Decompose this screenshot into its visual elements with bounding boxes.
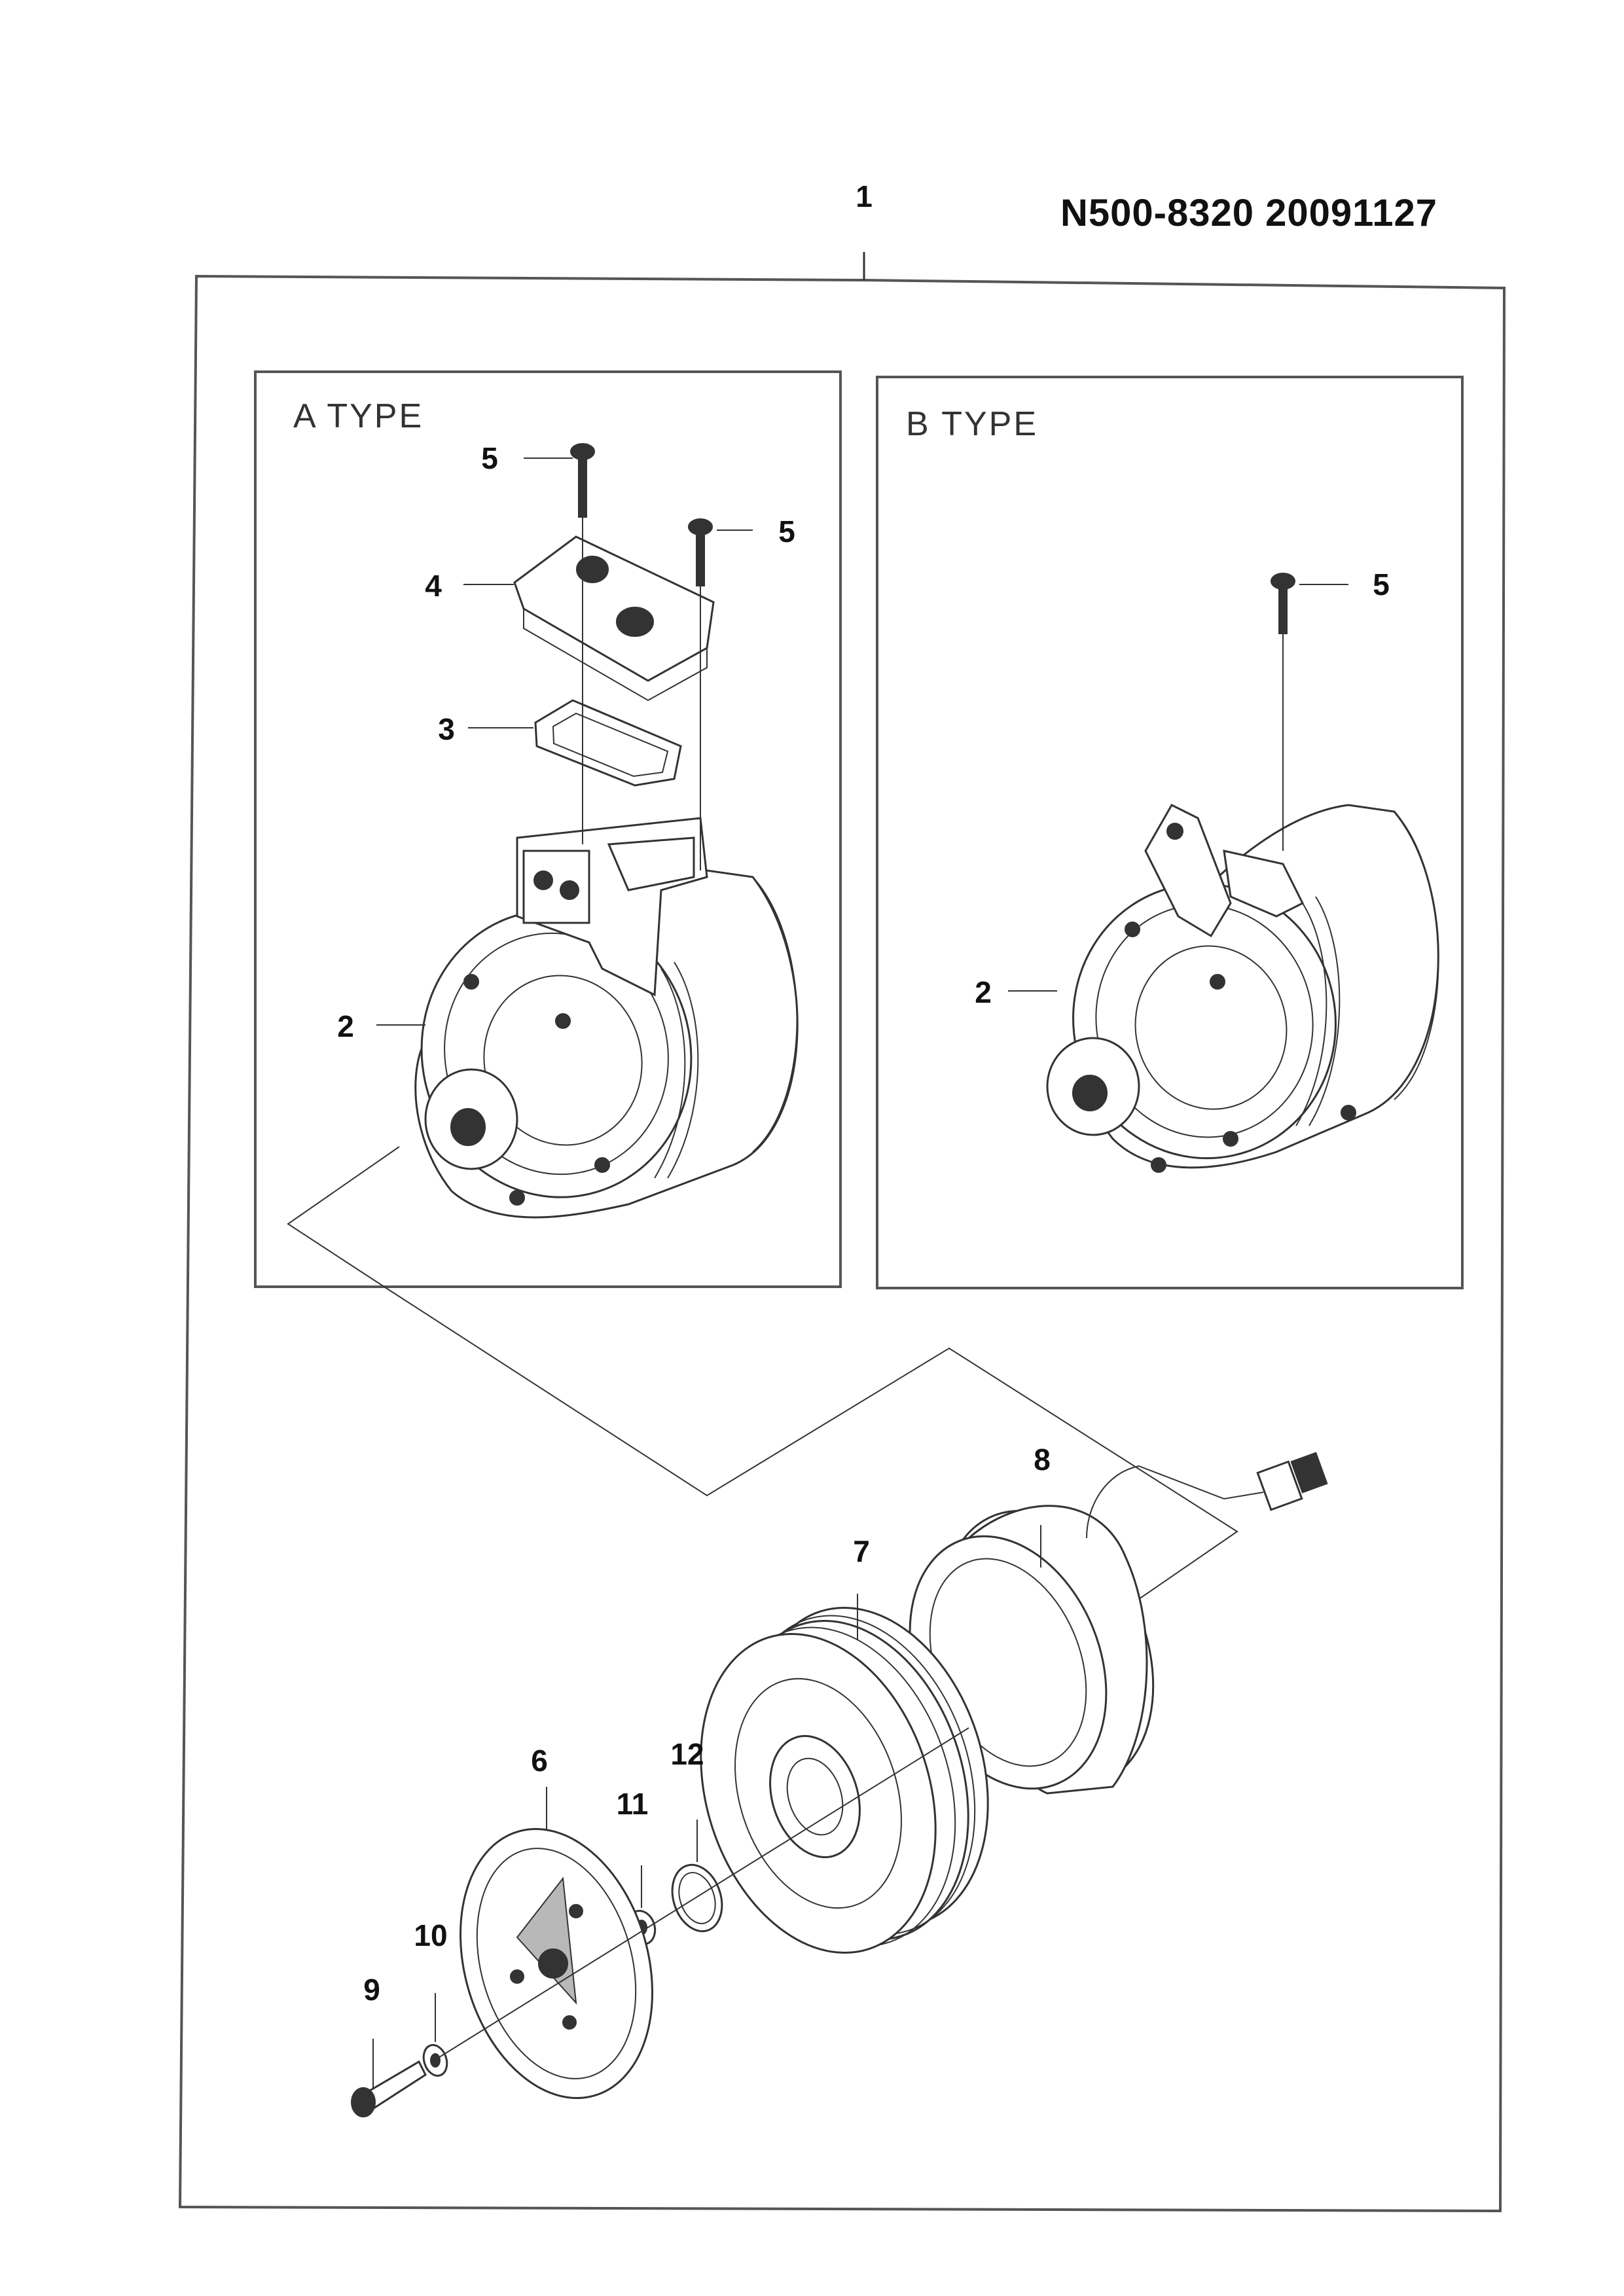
callout-11: 11: [616, 1787, 649, 1821]
pulley-icon: [700, 1607, 989, 1954]
assembly-frame: [178, 252, 1506, 2213]
a-type-leader-lines: [376, 457, 753, 1026]
b-type-compressor-icon: [1046, 804, 1439, 1173]
field-coil-icon: [909, 1452, 1328, 1795]
callout-9: 9: [363, 1973, 380, 2007]
callout-4: 4: [425, 569, 442, 603]
assembly-bracket-lines: [287, 1146, 1238, 1604]
callout-8: 8: [1034, 1443, 1051, 1477]
a-type-bolt-right-icon: [688, 518, 713, 586]
a-type-compressor-icon: [414, 817, 799, 1219]
callout-2-b: 2: [975, 975, 992, 1009]
callout-1: 1: [856, 179, 873, 213]
b-type-leader-lines: [1008, 584, 1348, 992]
a-type-gasket-icon: [534, 699, 682, 787]
snap-ring-icon: [671, 1863, 723, 1933]
b-type-bolt-icon: [1271, 573, 1295, 634]
clutch-leader-lines: [372, 1525, 1041, 2088]
document-code: N500-8320 20091127: [1060, 192, 1437, 234]
a-type-bolt-left-icon: [570, 443, 595, 518]
bolt-9-icon: [351, 2060, 427, 2117]
a-type-panel-frame: [254, 370, 842, 1288]
a-type-title: A TYPE: [293, 397, 424, 435]
callout-7: 7: [853, 1534, 870, 1568]
callout-5-a-left: 5: [481, 441, 498, 475]
a-type-cover-plate-icon: [513, 535, 715, 702]
callout-2-a: 2: [337, 1009, 354, 1043]
callout-5-a-right: 5: [778, 514, 795, 548]
callout-6: 6: [531, 1744, 548, 1778]
callout-12: 12: [670, 1737, 704, 1771]
b-type-panel-frame: [876, 376, 1464, 1289]
callout-3: 3: [438, 712, 455, 746]
clutch-plate-icon: [460, 1827, 653, 2100]
callout-10: 10: [414, 1918, 448, 1952]
callout-5-b: 5: [1373, 567, 1390, 601]
b-type-title: B TYPE: [906, 405, 1039, 443]
